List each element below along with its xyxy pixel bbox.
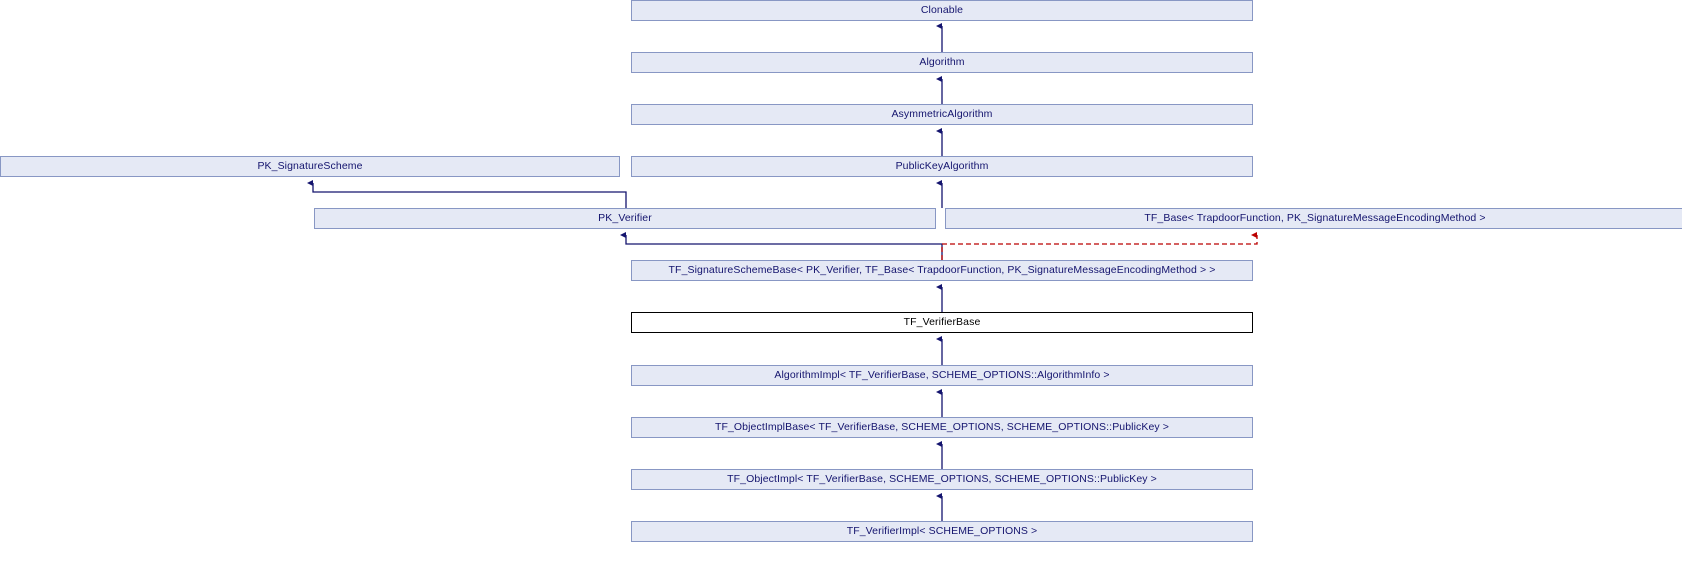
node-pk-signature-scheme[interactable]: PK_SignatureScheme (0, 156, 620, 177)
node-tf-signature-scheme-base[interactable]: TF_SignatureSchemeBase< PK_Verifier, TF_… (631, 260, 1253, 281)
node-tf-verifier-impl[interactable]: TF_VerifierImpl< SCHEME_OPTIONS > (631, 521, 1253, 542)
node-clonable[interactable]: Clonable (631, 0, 1253, 21)
node-asymmetric-algorithm[interactable]: AsymmetricAlgorithm (631, 104, 1253, 125)
node-algorithm[interactable]: Algorithm (631, 52, 1253, 73)
node-public-key-algorithm[interactable]: PublicKeyAlgorithm (631, 156, 1253, 177)
node-tf-object-impl[interactable]: TF_ObjectImpl< TF_VerifierBase, SCHEME_O… (631, 469, 1253, 490)
node-tf-base[interactable]: TF_Base< TrapdoorFunction, PK_SignatureM… (945, 208, 1682, 229)
node-algorithm-impl[interactable]: AlgorithmImpl< TF_VerifierBase, SCHEME_O… (631, 365, 1253, 386)
edge-pkverifier-pksignaturescheme (307, 180, 627, 208)
node-tf-object-impl-base[interactable]: TF_ObjectImplBase< TF_VerifierBase, SCHE… (631, 417, 1253, 438)
node-pk-verifier[interactable]: PK_Verifier (314, 208, 936, 229)
edge-tfsignatureschemebase-pkverifier (620, 232, 943, 260)
node-tf-verifier-base[interactable]: TF_VerifierBase (631, 312, 1253, 333)
edge-tfsignatureschemebase-tfbase (941, 232, 1258, 260)
